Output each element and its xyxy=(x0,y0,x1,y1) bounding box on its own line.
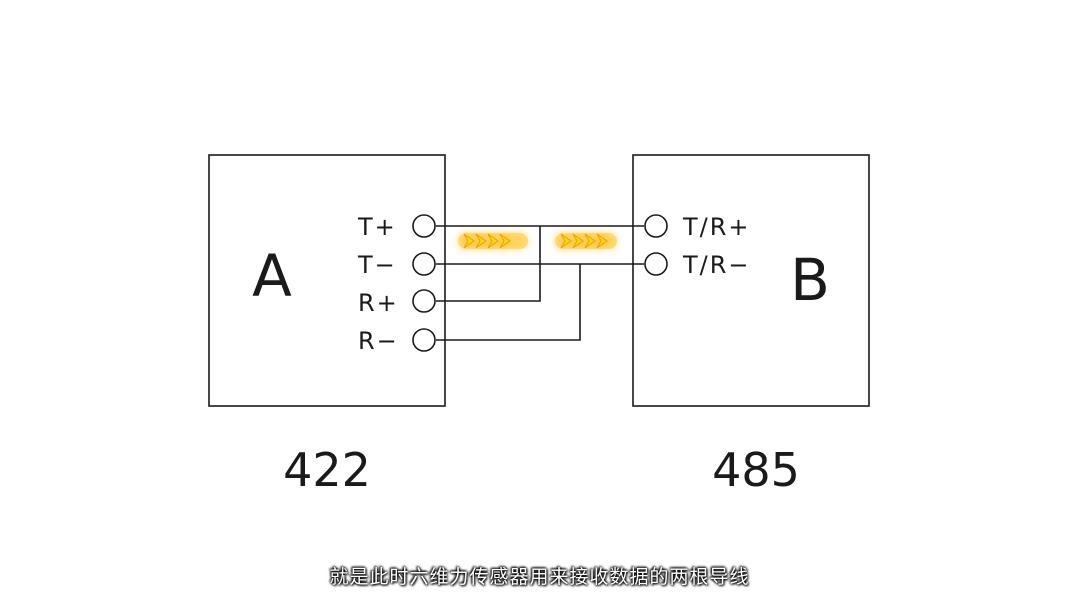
terminal-t-minus xyxy=(412,252,436,276)
terminal-r-minus xyxy=(412,328,436,352)
wire-r-minus xyxy=(436,264,581,341)
standard-b-label: 485 xyxy=(712,443,800,497)
terminal-tr-plus xyxy=(644,214,668,238)
device-b-box xyxy=(632,154,870,407)
wire-r-plus xyxy=(436,226,541,302)
device-a-box xyxy=(208,154,446,407)
chevron-right-icon xyxy=(463,233,511,249)
pin-label-r-minus: R− xyxy=(358,327,399,355)
signal-arrows-right xyxy=(555,233,617,249)
device-a-label: A xyxy=(252,242,292,310)
chevron-right-icon-2 xyxy=(560,233,608,249)
terminal-tr-minus xyxy=(644,252,668,276)
terminals-a xyxy=(412,214,436,352)
device-b-label: B xyxy=(790,246,830,314)
pin-label-tr-plus: T/R+ xyxy=(682,213,751,241)
pin-label-r-plus: R+ xyxy=(358,289,399,317)
signal-arrows-left xyxy=(458,233,528,249)
terminal-t-plus xyxy=(412,214,436,238)
terminal-r-plus xyxy=(412,289,436,313)
pin-label-t-minus: T− xyxy=(357,251,397,279)
terminals-b xyxy=(644,214,668,276)
video-subtitle: 就是此时六维力传感器用来接收数据的两根导线 xyxy=(329,566,750,588)
pin-label-tr-minus: T/R− xyxy=(682,251,751,279)
standard-a-label: 422 xyxy=(283,443,371,497)
wires xyxy=(436,225,644,341)
pin-label-t-plus: T+ xyxy=(357,213,397,241)
